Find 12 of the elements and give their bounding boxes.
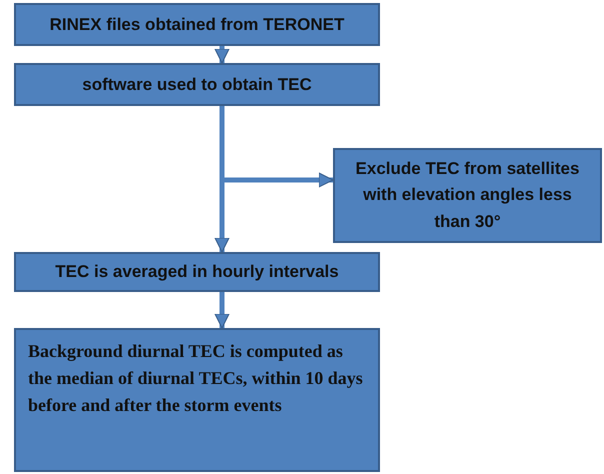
arrow bbox=[214, 46, 230, 64]
process-box bbox=[14, 252, 380, 292]
process-box bbox=[14, 63, 380, 106]
process-box bbox=[14, 3, 380, 46]
box-text: Exclude TEC from satellites with elevation angles less than 30° bbox=[354, 158, 580, 233]
process-box bbox=[333, 148, 602, 243]
process-box bbox=[14, 328, 380, 472]
box-text: software used to obtain TEC bbox=[81, 74, 313, 96]
box-text: TEC is averaged in hourly intervals bbox=[54, 261, 340, 284]
box-text: RINEX files obtained from TERONET bbox=[48, 14, 346, 36]
box-text: Background diurnal TEC is computed as the median of diurnal TECs, within 10 days before and after the storm events bbox=[28, 340, 364, 417]
arrow bbox=[214, 292, 230, 328]
